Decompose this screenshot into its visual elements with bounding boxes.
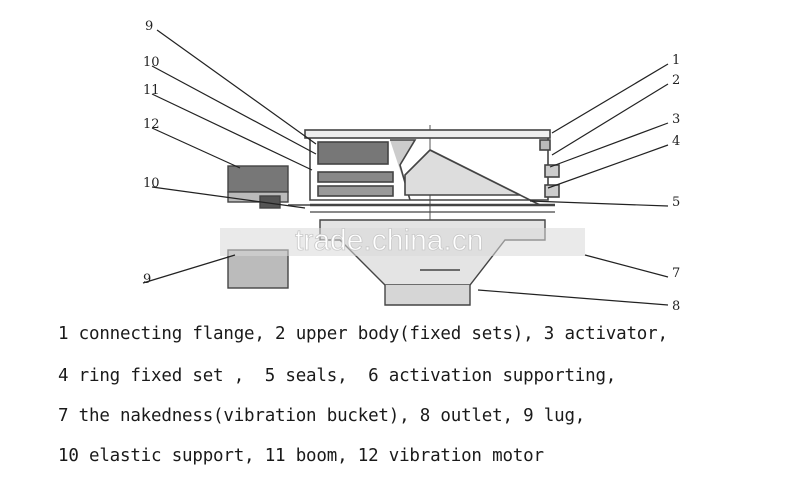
callout-4: 4 — [672, 134, 680, 149]
callout-1: 1 — [672, 53, 680, 68]
callout-9-top: 9 — [145, 19, 153, 34]
legend-line-1: 1 connecting flange, 2 upper body(fixed … — [58, 324, 668, 344]
callout-7: 7 — [672, 266, 680, 281]
callout-5: 5 — [672, 195, 680, 210]
vibrating-screen-diagram: trade.china.cn 9 10 11 12 10 9 1 2 3 4 5… — [142, 19, 680, 310]
watermark-text: trade.china.cn — [295, 224, 483, 257]
callout-2: 2 — [672, 73, 680, 88]
vibration-motor — [227, 165, 310, 289]
watermark-band — [220, 228, 585, 256]
upper-body — [304, 129, 560, 213]
callout-3: 3 — [672, 112, 680, 127]
callout-11: 11 — [143, 83, 160, 98]
callout-10-top: 10 — [143, 55, 160, 70]
callout-12: 12 — [143, 117, 160, 132]
callout-8: 8 — [672, 299, 680, 310]
legend-line-3: 7 the nakedness(vibration bucket), 8 out… — [58, 406, 586, 426]
legend-line-2: 4 ring fixed set , 5 seals, 6 activation… — [58, 366, 617, 386]
legend-line-4: 10 elastic support, 11 boom, 12 vibratio… — [58, 446, 544, 466]
leader-lines — [142, 29, 669, 306]
callout-10-mid: 10 — [143, 176, 160, 191]
callout-9-bottom: 9 — [143, 272, 151, 287]
